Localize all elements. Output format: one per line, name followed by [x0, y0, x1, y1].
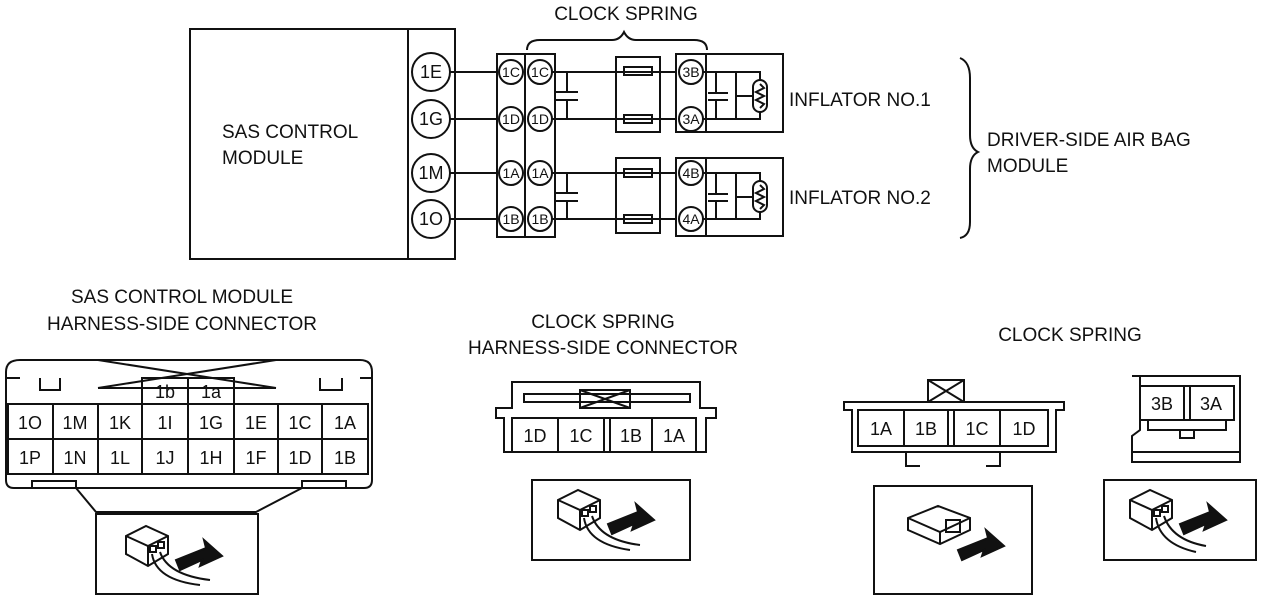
- sas-cell: 1E: [245, 413, 267, 433]
- clock-spring-title: CLOCK SPRING: [554, 4, 698, 25]
- inflator-pin-label: 3B: [682, 64, 699, 80]
- sas-cell: 1N: [63, 448, 86, 468]
- sas-cell: 1D: [288, 448, 311, 468]
- sas-pin-label: 1G: [419, 109, 443, 129]
- cs-small-connector: [1131, 375, 1241, 463]
- sas-row1: 1O 1M 1K 1I 1G 1E 1C 1A: [18, 413, 356, 433]
- cs-cells: 1A 1B 1C 1D: [870, 419, 1036, 439]
- sas-pins: 1E 1G 1M 1O: [411, 52, 451, 239]
- sas-cell-top: 1a: [201, 382, 222, 402]
- inflator-1-box: [705, 53, 784, 133]
- cs-harness-cell: 1A: [663, 426, 685, 446]
- sas-harness-connector: [5, 359, 373, 513]
- sas-cell: 1O: [18, 413, 42, 433]
- cs-connector-inset: [873, 485, 1033, 595]
- cs-pin-label: 1C: [531, 64, 549, 80]
- cs-cell: 1D: [1012, 419, 1035, 439]
- clock-spring-connector-right: [524, 53, 556, 238]
- cs-pin-label: 1D: [531, 111, 549, 127]
- sas-cell: 1L: [110, 448, 130, 468]
- sas-pin-label: 1E: [420, 62, 442, 82]
- cs-small-cell: 3A: [1200, 394, 1222, 414]
- inflator-pins: 3B 3A 4B 4A: [678, 59, 704, 232]
- cs-pin-label: 1B: [502, 211, 519, 227]
- clock-spring-pins: 1C 1D 1A 1B 1C 1D 1A 1B: [498, 59, 553, 232]
- airbag-module-label-line1: DRIVER-SIDE AIR BAG: [987, 130, 1191, 151]
- sas-cell: 1J: [155, 448, 174, 468]
- sas-pin-label: 1M: [418, 163, 443, 183]
- airbag-module-label-line2: MODULE: [987, 156, 1068, 177]
- sas-connector-title2: HARNESS-SIDE CONNECTOR: [47, 314, 317, 335]
- connector-plug-icon: [1129, 488, 1228, 553]
- sas-cell: 1B: [334, 448, 356, 468]
- clock-spring-brace: [526, 29, 708, 51]
- airbag-brace: [959, 57, 981, 239]
- inflator-1-label: INFLATOR NO.1: [789, 90, 931, 111]
- sas-module-label-line1: SAS CONTROL: [222, 122, 358, 143]
- cs-connector: [843, 379, 1065, 467]
- cs-pin-label: 1C: [502, 64, 520, 80]
- connector-plug-icon: [125, 524, 224, 586]
- cs-pin-label: 1A: [502, 165, 520, 181]
- inflator-2-box: [705, 157, 784, 237]
- inflator-pin-label: 4B: [682, 165, 699, 181]
- sas-cell: 1C: [288, 413, 311, 433]
- inflator-2-label: INFLATOR NO.2: [789, 188, 931, 209]
- sas-cell: 1H: [199, 448, 222, 468]
- sas-pin-label: 1O: [419, 209, 443, 229]
- sas-row2: 1P 1N 1L 1J 1H 1F 1D 1B: [19, 448, 356, 468]
- cs-harness-cell: 1C: [569, 426, 592, 446]
- cs-harness-title2: HARNESS-SIDE CONNECTOR: [468, 338, 738, 359]
- connector-body-icon: [907, 504, 1006, 562]
- cs-pin-label: 1A: [531, 165, 549, 181]
- cs-harness-cell: 1D: [523, 426, 546, 446]
- sas-cell: 1M: [62, 413, 87, 433]
- cs-harness-inset: [531, 479, 691, 561]
- inflator-pin-label: 3A: [682, 111, 700, 127]
- cs-cell: 1A: [870, 419, 892, 439]
- sas-connector-title1: SAS CONTROL MODULE: [71, 287, 293, 308]
- sas-cell: 1G: [199, 413, 223, 433]
- sas-cell-top: 1b: [155, 382, 175, 402]
- cs-harness-title1: CLOCK SPRING: [531, 312, 675, 333]
- cs-small-cell: 3B: [1151, 394, 1173, 414]
- sas-connector-inset: [95, 513, 259, 595]
- cs-small-inset: [1103, 479, 1257, 561]
- sas-cell: 1F: [245, 448, 266, 468]
- clock-spring-connector-left: [496, 53, 526, 238]
- connector-plug-icon: [557, 488, 656, 551]
- sas-cell: 1A: [334, 413, 356, 433]
- cs-harness-cell: 1B: [620, 426, 642, 446]
- inflator-pin-label: 4A: [682, 211, 700, 227]
- sas-control-module-box: [189, 28, 456, 260]
- cs-cell: 1C: [965, 419, 988, 439]
- cs-pin-label: 1D: [502, 111, 520, 127]
- cs-harness-cells: 1D 1C 1B 1A: [523, 426, 685, 446]
- sas-module-label-line2: MODULE: [222, 148, 303, 169]
- cs-pin-label: 1B: [531, 211, 548, 227]
- cs-harness-connector: [495, 381, 717, 453]
- cs-connector-title: CLOCK SPRING: [998, 325, 1142, 346]
- sas-cell: 1P: [19, 448, 41, 468]
- sas-cell: 1I: [157, 413, 172, 433]
- sas-cell: 1K: [109, 413, 131, 433]
- cs-cell: 1B: [915, 419, 937, 439]
